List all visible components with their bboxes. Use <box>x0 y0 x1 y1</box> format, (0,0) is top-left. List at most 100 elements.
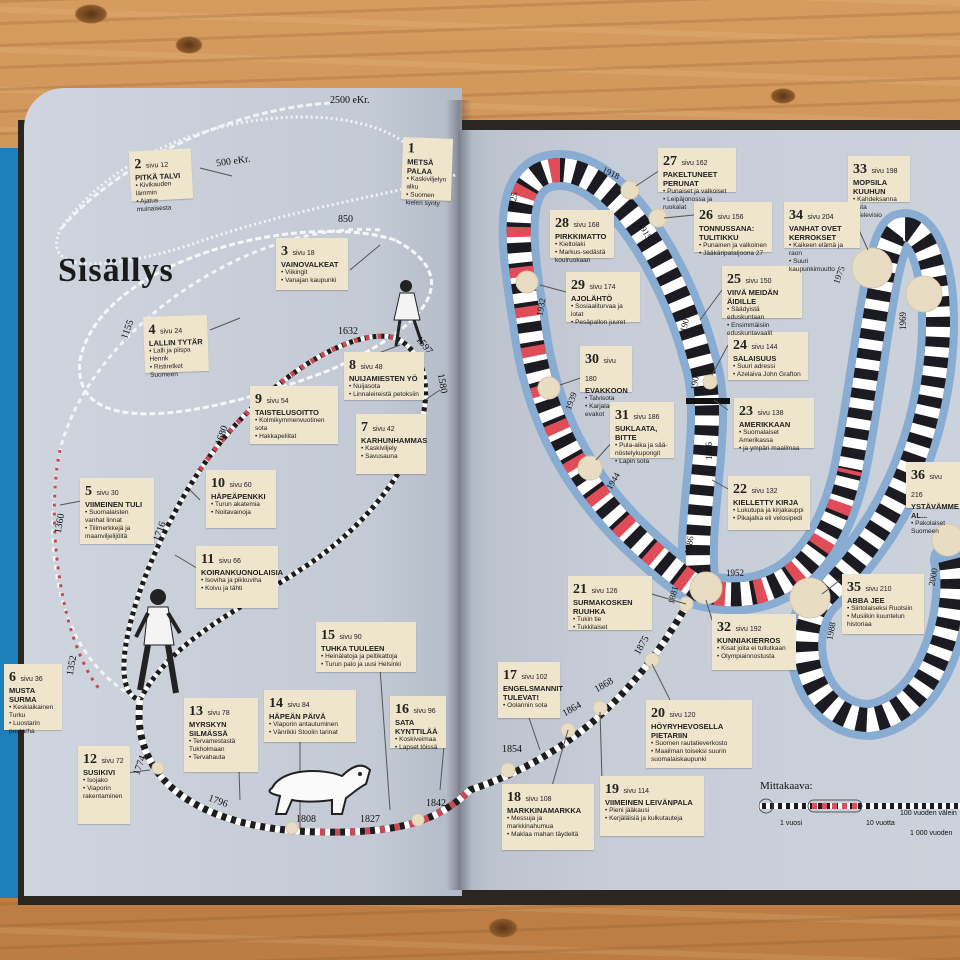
chapter-8[interactable]: 8 sivu 48 Nuijamiesten yö Nuijasota Linn… <box>344 352 424 400</box>
chapter-21[interactable]: 21 sivu 126 Surmakosken ruuhka Tukin tie… <box>568 576 652 631</box>
chapter-23[interactable]: 23 sivu 138 Amerikkaan Suomalaiset Ameri… <box>734 398 814 452</box>
chapter-number: 32 <box>717 620 731 635</box>
chapter-36[interactable]: 36 sivu 216 Ystävämme al... Pakolaiset S… <box>906 462 960 535</box>
chapter-1[interactable]: 1 Metsä palaa Kaskiviljelyn alku Suomen … <box>400 137 454 207</box>
chapter-page: sivu 60 <box>229 482 252 489</box>
chapter-20[interactable]: 20 sivu 120 Höyryhevosella Pietariin Suo… <box>646 700 752 768</box>
chapter-number: 3 <box>281 244 288 259</box>
chapter-16[interactable]: 16 sivu 96 Sata kynttilää Koskiveimaa La… <box>390 696 446 751</box>
chapter-9[interactable]: 9 sivu 54 Taistelusoitto Kolmikymmenvuot… <box>250 386 338 444</box>
chapter-heading: Pakeltuneet perunat <box>663 170 718 188</box>
chapter-heading: Häpeäpenkki <box>211 492 266 501</box>
chapter-item: Lapset töissä <box>395 744 441 752</box>
chapter-27[interactable]: 27 sivu 162 Pakeltuneet perunat Punaiset… <box>658 148 736 211</box>
chapter-number: 19 <box>605 782 619 797</box>
chapter-number: 34 <box>789 208 803 223</box>
chapter-number: 22 <box>733 482 747 497</box>
chapter-35[interactable]: 35 sivu 210 Abba jee Siirtolaiseksi Ruot… <box>842 574 924 634</box>
chapter-page: sivu 186 <box>633 414 660 421</box>
chapter-17[interactable]: 17 sivu 102 Engelsmannit tulevat! Oolann… <box>498 662 563 718</box>
chapter-item: Koskiveimaa <box>395 736 441 744</box>
chapter-29[interactable]: 29 sivu 174 Ajolähtö Sosiaaliturvaa ja l… <box>566 272 640 326</box>
chapter-item: Isoviha ja pikkuviha <box>201 577 273 585</box>
chapter-5[interactable]: 5 sivu 30 Viimeinen tuli Suomalaisten va… <box>80 478 154 544</box>
chapter-32[interactable]: 32 sivu 192 Kunniakierros Kisat joita ei… <box>712 614 796 670</box>
chapter-page: sivu 132 <box>751 488 778 495</box>
year-label: 1632 <box>338 326 358 337</box>
chapter-number: 35 <box>847 580 861 595</box>
chapter-page: sivu 12 <box>145 161 169 170</box>
chapter-4[interactable]: 4 sivu 24 Lallin tytär Lalli ja piispa H… <box>143 314 209 379</box>
track-iron-age <box>58 101 331 231</box>
scale-one-year: 1 vuosi <box>780 820 803 827</box>
chapter-heading: Vanhat ovet kerrokset <box>789 224 842 242</box>
chapter-number: 15 <box>321 628 335 643</box>
chapter-25[interactable]: 25 sivu 150 Viivä meidän äidille Säädyis… <box>722 266 802 337</box>
chapter-number: 7 <box>361 420 368 435</box>
chapter-15[interactable]: 15 sivu 90 Tuhka tuuleen Heinälatoja ja … <box>316 622 416 672</box>
chapter-page: sivu 78 <box>207 710 230 717</box>
chapter-18[interactable]: 18 sivu 108 Markkinamarkka Messuja ja ma… <box>502 784 594 850</box>
chapter-6[interactable]: 6 sivu 36 Musta surma Keskiaikainen Turk… <box>4 664 62 735</box>
chapter-item: Messuja ja markkinahumua <box>507 815 589 831</box>
chapter-heading: Susikivi <box>83 768 116 777</box>
chapter-page: sivu 102 <box>521 674 548 681</box>
chapter-page: sivu 30 <box>96 490 119 497</box>
chapter-13[interactable]: 13 sivu 78 Myrskyn silmässä Tervamestast… <box>184 698 258 772</box>
chapter-item: Keskiaikainen Turku <box>9 704 57 720</box>
track-prehistory <box>55 115 456 266</box>
chapter-22[interactable]: 22 sivu 132 Kielletty kirja Lukutupa ja … <box>728 476 810 530</box>
chapter-number: 20 <box>651 706 665 721</box>
chapter-page: sivu 150 <box>745 278 772 285</box>
chapter-19[interactable]: 19 sivu 114 Viimeinen leivänpala Pieni j… <box>600 776 704 836</box>
chapter-7[interactable]: 7 sivu 42 Karhunhammas Kaskiviljely Savu… <box>356 414 428 474</box>
chapter-28[interactable]: 28 sivu 168 Pirkkimatto Kieltolaki Marku… <box>550 210 614 264</box>
chapter-heading: Höyryhevosella Pietariin <box>651 722 723 740</box>
chapter-page: sivu 210 <box>865 586 892 593</box>
chapter-item: Viaporin rakentaminen <box>83 785 125 801</box>
chapter-10[interactable]: 10 sivu 60 Häpeäpenkki Turun akatemia No… <box>206 470 276 528</box>
chapter-number: 8 <box>349 358 356 373</box>
scale-thousand-years: 1 000 vuoden <box>910 830 953 837</box>
chapter-24[interactable]: 24 sivu 144 Salaisuus Suuri adressi Azel… <box>728 332 808 380</box>
chapter-3[interactable]: 3 sivu 18 Vainovalkeat Viikingit Vanajan… <box>276 238 348 290</box>
chapter-31[interactable]: 31 sivu 186 Suklaata, Bitte Pula-aika ja… <box>610 402 674 465</box>
chapter-item: Kaikeen elämä ja raon <box>789 242 855 258</box>
chapter-heading: Häpeän päivä <box>269 712 326 721</box>
chapter-item: Karjalan evakot <box>585 403 627 419</box>
chapter-2[interactable]: 2 sivu 12 Pitkä talvi Kivikauden lämmin … <box>128 148 194 213</box>
chapter-11[interactable]: 11 sivu 66 Koirankuonolaisia Isoviha ja … <box>196 546 283 608</box>
chapter-item: Olympiainnostusta <box>717 653 791 661</box>
chapter-page: sivu 84 <box>287 702 310 709</box>
chapter-33[interactable]: 33 sivu 198 Mopsila kuuhun Kahdeksanna l… <box>848 156 910 219</box>
chapter-heading: Karhunhammas <box>361 436 428 445</box>
chapter-page: sivu 138 <box>757 410 784 417</box>
chapter-heading: Sata kynttilää <box>395 718 438 736</box>
chapter-number: 31 <box>615 408 629 423</box>
chapter-14[interactable]: 14 sivu 84 Häpeän päivä Viaporin antautu… <box>264 690 356 742</box>
chapter-number: 10 <box>211 476 225 491</box>
chapter-heading: Markkinamarkka <box>507 806 582 815</box>
chapter-number: 11 <box>201 552 215 567</box>
chapter-number: 13 <box>189 704 203 719</box>
chapter-34[interactable]: 34 sivu 204 Vanhat ovet kerrokset Kaikee… <box>784 202 860 273</box>
chapter-heading: Metsä palaa <box>406 157 434 177</box>
scale-hundred-years: 100 vuoden välein <box>900 810 957 817</box>
chapter-12[interactable]: 12 sivu 72 Susikivi Isojako Viaporin rak… <box>78 746 130 824</box>
chapter-page: sivu 162 <box>681 160 708 167</box>
chapter-30[interactable]: 30 sivu 180 Evakkoon Talvisota Karjalan … <box>580 346 632 418</box>
chapter-number: 25 <box>727 272 741 287</box>
chapter-page: sivu 108 <box>525 796 552 803</box>
chapter-item: Ristiretket Suomeen <box>150 362 205 380</box>
chapter-item: Pula-aika ja sää-nöstelykupongit <box>615 442 669 458</box>
chapter-page: sivu 90 <box>339 634 362 641</box>
chapter-item: Turun akatemia <box>211 501 271 509</box>
chapter-item: Lapin sota <box>615 458 669 466</box>
chapter-number: 12 <box>83 752 97 767</box>
wood-knot <box>175 36 203 54</box>
track-barrier <box>686 398 730 404</box>
chapter-number: 21 <box>573 582 587 597</box>
book-gutter <box>446 100 472 890</box>
year-label: 850 <box>338 214 353 225</box>
